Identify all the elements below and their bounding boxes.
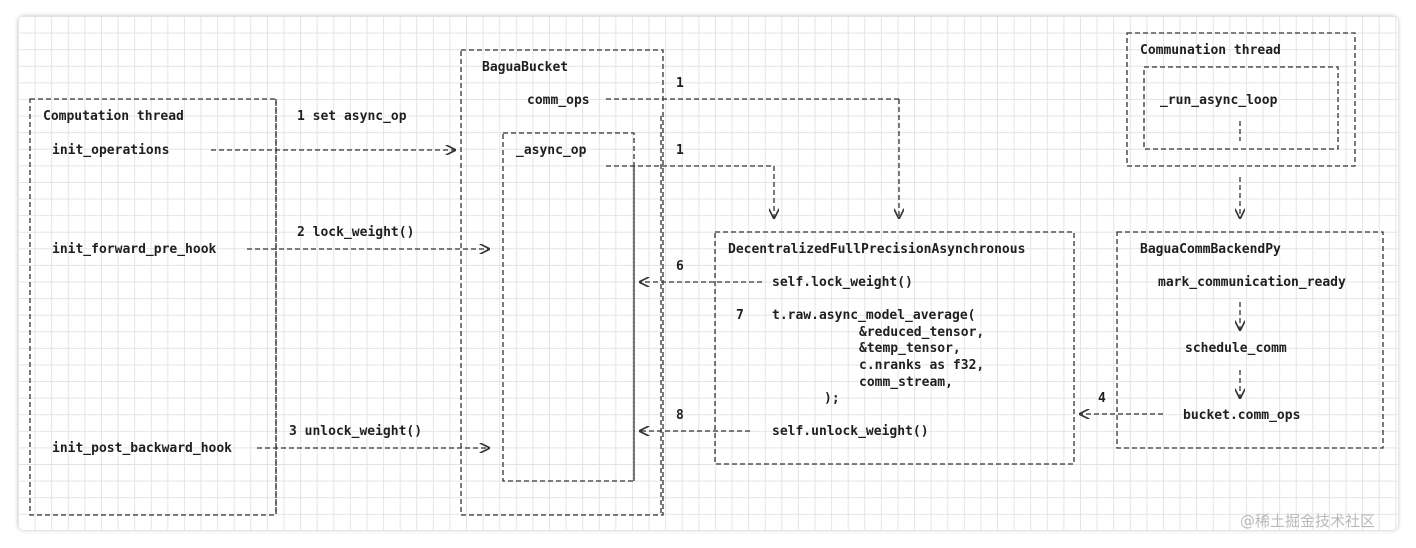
- average-line-2: &reduced_tensor,: [859, 325, 985, 340]
- lock-weight-label: self.lock_weight(): [772, 275, 913, 290]
- edge-label-unlock-weight: 3 unlock_weight(): [289, 424, 423, 439]
- average-line-1: t.raw.async_model_average(: [772, 308, 976, 323]
- unlock-weight-label: self.unlock_weight(): [772, 424, 929, 439]
- bucket-box-title: BaguaBucket: [482, 60, 569, 75]
- average-line-3: &temp_tensor,: [859, 341, 961, 356]
- unlock-number: 8: [676, 408, 684, 423]
- lock-number: 6: [676, 259, 684, 274]
- mark-communication-ready-label: mark_communication_ready: [1158, 275, 1346, 290]
- to-bucket-number: 4: [1098, 391, 1106, 406]
- backend-box-title: BaguaCommBackendPy: [1140, 242, 1281, 257]
- communation-box-frame: [1126, 32, 1356, 167]
- async-op-box-frame: [502, 132, 635, 482]
- run-async-loop-frame: [1143, 66, 1339, 150]
- edge-label-lock-weight: 2 lock_weight(): [297, 225, 415, 240]
- decentralized-box-frame: [714, 231, 1075, 465]
- async-op-label: _async_op: [516, 143, 587, 158]
- init-forward-pre-hook-label: init_forward_pre_hook: [52, 242, 217, 257]
- comm-ops-label: comm_ops: [527, 93, 590, 108]
- run-async-loop-label: _run_async_loop: [1160, 93, 1278, 108]
- async-op-number: 1: [676, 143, 684, 158]
- computation-box-frame: [29, 98, 277, 516]
- init-post-backward-hook-label: init_post_backward_hook: [52, 441, 233, 456]
- watermark: @稀土掘金技术社区: [1240, 512, 1376, 530]
- init-operations-label: init_operations: [52, 143, 170, 158]
- bucket-comm-ops-label: bucket.comm_ops: [1183, 408, 1301, 423]
- diagram-panel: [18, 16, 1398, 530]
- schedule-comm-label: schedule_comm: [1185, 341, 1287, 356]
- decentralized-box-title: DecentralizedFullPrecisionAsynchronous: [728, 242, 1026, 257]
- bucket-box-frame: [460, 49, 664, 516]
- backend-box-frame: [1116, 231, 1384, 449]
- computation-box-title: Computation thread: [43, 109, 184, 124]
- edge-label-set-async-op: 1 set async_op: [297, 109, 407, 124]
- comm-ops-number: 1: [676, 76, 684, 91]
- average-line-4: c.nranks as f32,: [859, 358, 985, 373]
- communation-box-title: Communation thread: [1140, 43, 1281, 58]
- average-number: 7: [736, 308, 744, 323]
- average-line-5: comm_stream,: [859, 375, 953, 390]
- average-line-6: );: [824, 391, 840, 406]
